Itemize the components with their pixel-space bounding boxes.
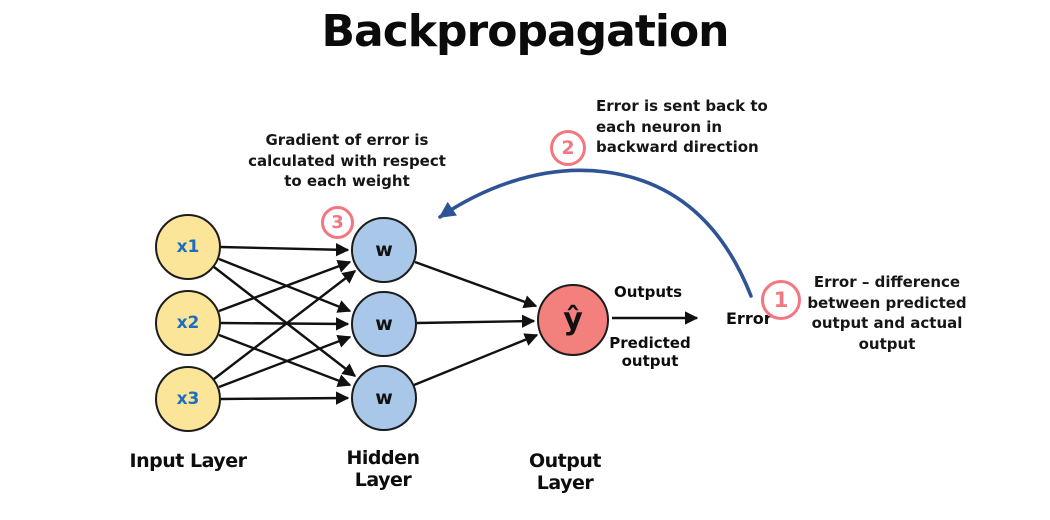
edge-w2-y bbox=[416, 314, 536, 328]
step-1-badge: 1 bbox=[761, 280, 801, 320]
step-3-number: 3 bbox=[331, 212, 344, 233]
edge-x2-w3 bbox=[218, 333, 352, 387]
step-2-badge: 2 bbox=[550, 130, 586, 166]
input-node-x2-label: x2 bbox=[176, 313, 200, 333]
edge-x1-w2 bbox=[218, 257, 352, 313]
outputs-label: Outputs bbox=[614, 283, 683, 301]
edge-x2-w2 bbox=[220, 317, 350, 331]
hidden-node-3: w bbox=[351, 365, 417, 431]
output-node-yhat: ŷ bbox=[537, 284, 609, 356]
edge-w1-y bbox=[414, 260, 538, 309]
predicted-output-label: Predicted output bbox=[609, 334, 691, 370]
hidden-node-2: w bbox=[351, 291, 417, 357]
edge-x2-w1 bbox=[218, 259, 352, 313]
hidden-output-edges bbox=[413, 260, 539, 387]
annotation-error-sent-back: Error is sent back to each neuron in bac… bbox=[596, 97, 768, 157]
edge-x1-w3 bbox=[213, 266, 357, 377]
input-hidden-edges bbox=[213, 242, 357, 405]
input-node-x3: x3 bbox=[155, 366, 221, 432]
input-node-x2: x2 bbox=[155, 290, 221, 356]
annotation-gradient: Gradient of error is calculated with res… bbox=[248, 131, 446, 191]
step-3-badge: 3 bbox=[321, 206, 354, 239]
hidden-node-1-label: w bbox=[375, 239, 393, 261]
annotation-error-difference: Error – difference between predicted out… bbox=[807, 273, 967, 354]
input-node-x3-label: x3 bbox=[176, 389, 200, 409]
edge-x1-w1 bbox=[220, 242, 350, 257]
input-node-x1-label: x1 bbox=[176, 237, 200, 257]
input-layer-label: Input Layer bbox=[129, 450, 247, 472]
step-1-number: 1 bbox=[773, 288, 789, 312]
error-label: Error bbox=[726, 309, 772, 328]
edge-x3-w1 bbox=[213, 270, 357, 380]
page-title: Backpropagation bbox=[321, 6, 729, 57]
hidden-node-3-label: w bbox=[375, 387, 393, 409]
input-node-x1: x1 bbox=[155, 214, 221, 280]
hidden-node-1: w bbox=[351, 217, 417, 283]
output-node-yhat-label: ŷ bbox=[563, 302, 583, 337]
backpropagation-feedback-arrow bbox=[438, 168, 753, 298]
edge-w3-y bbox=[413, 333, 539, 387]
hidden-node-2-label: w bbox=[375, 313, 393, 335]
output-layer-label: Output Layer bbox=[529, 450, 601, 494]
edge-x3-w3 bbox=[220, 391, 350, 405]
edge-x3-w2 bbox=[218, 335, 352, 389]
step-2-number: 2 bbox=[561, 137, 575, 159]
hidden-layer-label: Hidden Layer bbox=[346, 447, 420, 491]
